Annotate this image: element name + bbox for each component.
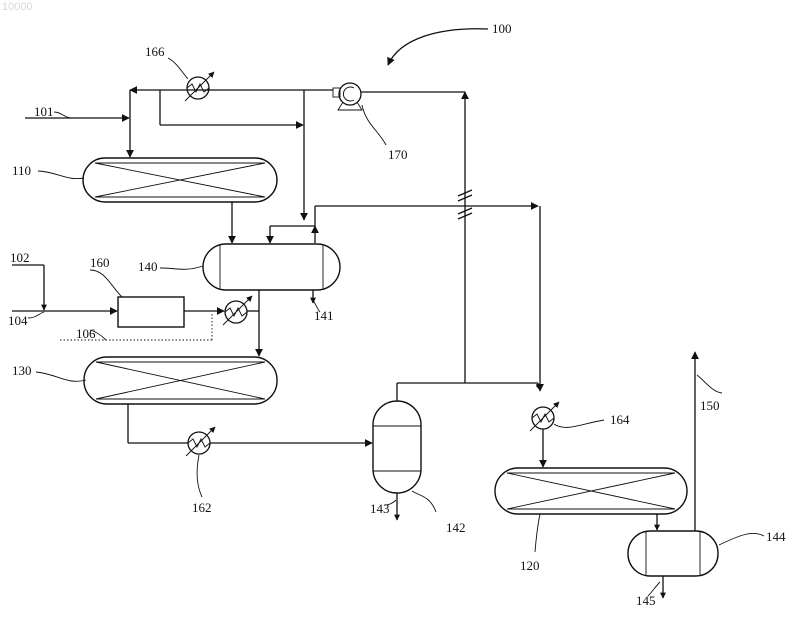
separator-144 bbox=[628, 531, 718, 576]
heat-exchanger-icon bbox=[530, 402, 559, 431]
label-102: 102 bbox=[10, 250, 30, 265]
reactor-130 bbox=[84, 357, 277, 404]
label-166: 166 bbox=[145, 44, 165, 59]
label-110: 110 bbox=[12, 163, 31, 178]
separator-142 bbox=[373, 401, 421, 493]
reactor-110 bbox=[83, 158, 277, 202]
label-141: 141 bbox=[314, 308, 334, 323]
label-145: 145 bbox=[636, 593, 656, 608]
label-170: 170 bbox=[388, 147, 408, 162]
label-162: 162 bbox=[192, 500, 212, 515]
heat-exchanger-icon bbox=[186, 427, 215, 456]
label-130: 130 bbox=[12, 363, 32, 378]
label-150: 150 bbox=[700, 398, 720, 413]
label-142: 142 bbox=[446, 520, 466, 535]
label-164: 164 bbox=[610, 412, 630, 427]
heat-exchanger-icon bbox=[185, 72, 214, 101]
label-120: 120 bbox=[520, 558, 540, 573]
label-144: 144 bbox=[766, 529, 786, 544]
label-101: 101 bbox=[34, 104, 54, 119]
label-143: 143 bbox=[370, 501, 390, 516]
label-106: 106 bbox=[76, 326, 96, 341]
reactor-120 bbox=[495, 468, 687, 514]
compressor-icon bbox=[333, 83, 362, 110]
corner-mark: 10000 bbox=[2, 1, 33, 13]
label-100: 100 bbox=[492, 21, 512, 36]
label-160: 160 bbox=[90, 255, 110, 270]
separator-140 bbox=[203, 244, 340, 290]
label-140: 140 bbox=[138, 259, 158, 274]
unit-160 bbox=[118, 297, 184, 327]
label-104: 104 bbox=[8, 313, 28, 328]
